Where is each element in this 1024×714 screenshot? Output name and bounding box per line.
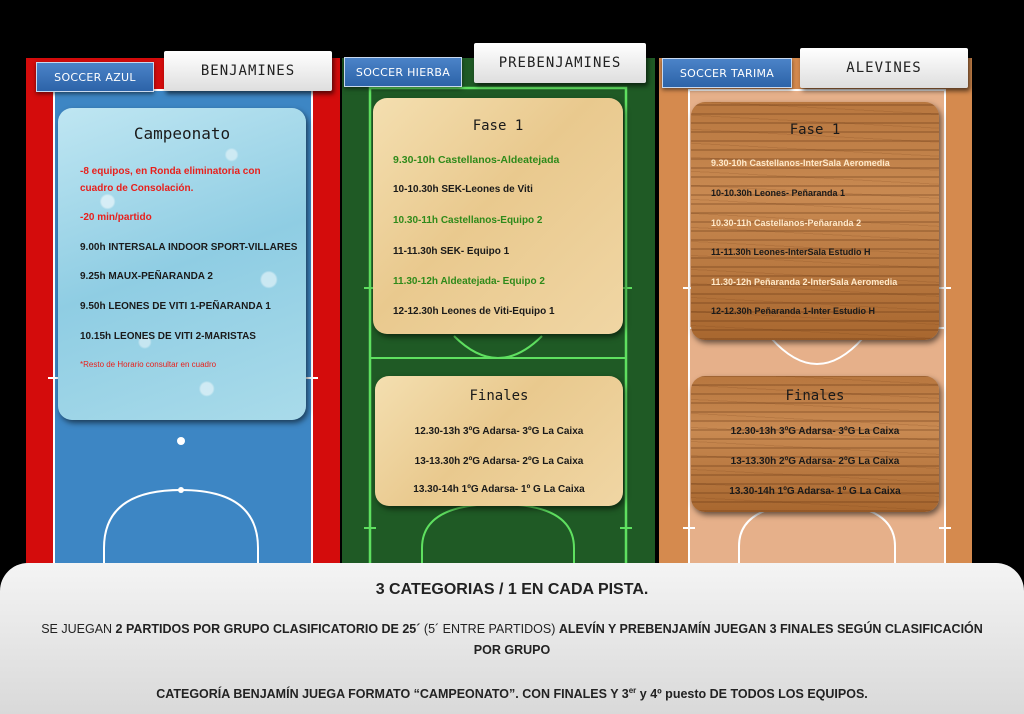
final-line: 13.30-14h 1ºG Adarsa- 1º G La Caixa: [729, 486, 901, 497]
info-line-consolacion: cuadro de Consolación.: [80, 183, 194, 194]
fase1-title: Fase 1: [472, 118, 524, 134]
match-line: 9.30-10h Castellanos-Aldeatejada: [393, 154, 560, 166]
match-line: 12-12.30h Peñaranda 1-Inter Estudio H: [711, 306, 876, 316]
note-line: *Resto de Horario consultar en cuadro: [80, 360, 217, 369]
match-line: 10-10.30h Leones- Peñaranda 1: [711, 188, 846, 198]
match-line: 11-11.30h Leones-InterSala Estudio H: [711, 247, 871, 257]
final-line: 12.30-13h 3ºG Adarsa- 3ºG La Caixa: [730, 426, 900, 437]
match-line: 9.25h MAUX-PEÑARANDA 2: [80, 271, 213, 282]
campeonato-title: Campeonato: [133, 124, 231, 143]
fase1-title: Fase 1: [789, 122, 841, 138]
match-line: 11.30-12h Peñaranda 2-InterSala Aeromedi…: [711, 277, 898, 287]
title-prebenjamines: PREBENJAMINES: [474, 43, 646, 83]
title-benjamines: BENJAMINES: [164, 51, 332, 91]
final-line: 12.30-13h 3ºG Adarsa- 3ºG La Caixa: [414, 426, 584, 437]
campeonato-card: Campeonato -8 equipos, en Ronda eliminat…: [58, 108, 306, 420]
court-soccer-hierba: Fase 1 9.30-10h Castellanos-Aldeatejada …: [342, 58, 655, 566]
tag-soccer-hierba: SOCCER HIERBA: [344, 57, 462, 87]
match-line: 12-12.30h Leones de Viti-Equipo 1: [393, 306, 555, 317]
p1-text-d: ALEVÍN Y PREBENJAMÍN JUEGAN 3 FINALES SE…: [473, 622, 983, 657]
info-line-equipos: -8 equipos, en Ronda eliminatoria con: [80, 166, 261, 177]
bottom-paragraph-1: SE JUEGAN 2 PARTIDOS POR GRUPO CLASIFICA…: [30, 619, 994, 661]
match-line: 9.30-10h Castellanos-InterSala Aeromedia: [711, 158, 890, 168]
match-line: 10-10.30h SEK-Leones de Viti: [393, 184, 533, 195]
finales-title: Finales: [785, 388, 845, 404]
match-line: 9.00h INTERSALA INDOOR SPORT-VILLARES: [80, 242, 298, 253]
finales-title: Finales: [469, 388, 529, 404]
match-line: 10.15h LEONES DE VITI 2-MARISTAS: [80, 331, 256, 342]
final-line: 13-13.30h 2ºG Adarsa- 2ºG La Caixa: [730, 456, 900, 467]
fase1-card-alevines: Fase 1 9.30-10h Castellanos-InterSala Ae…: [691, 102, 939, 340]
p1-text-a: SE JUEGAN: [41, 622, 116, 636]
p2-text-b: y 4º puesto DE TODOS LOS EQUIPOS.: [636, 687, 868, 702]
match-line: 10.30-11h Castellanos-Peñaranda 2: [711, 218, 862, 228]
final-line: 13-13.30h 2ºG Adarsa- 2ºG La Caixa: [414, 456, 584, 467]
bottom-info-panel: 3 CATEGORIAS / 1 EN CADA PISTA. SE JUEGA…: [0, 563, 1024, 714]
info-line-duracion: -20 min/partido: [80, 212, 152, 223]
match-line: 11.30-12h Aldeatejada- Equipo 2: [393, 276, 545, 287]
fase1-card-prebenjamines: Fase 1 9.30-10h Castellanos-Aldeatejada …: [373, 98, 623, 334]
bottom-heading: 3 CATEGORIAS / 1 EN CADA PISTA.: [375, 581, 649, 598]
court-soccer-tarima: Fase 1 9.30-10h Castellanos-InterSala Ae…: [659, 58, 972, 566]
p1-text-b: 2 PARTIDOS POR GRUPO CLASIFICATORIO DE 2…: [115, 622, 421, 636]
match-line: 10.30-11h Castellanos-Equipo 2: [393, 215, 543, 226]
p1-text-c: (5´ ENTRE PARTIDOS): [420, 622, 559, 636]
title-alevines: ALEVINES: [800, 48, 968, 88]
match-line: 11-11.30h SEK- Equipo 1: [393, 246, 510, 257]
final-line: 13.30-14h 1ºG Adarsa- 1º G La Caixa: [413, 484, 585, 495]
bottom-paragraph-2: CATEGORÍA BENJAMÍN JUEGA FORMATO “CAMPEO…: [30, 680, 994, 705]
p2-superscript: er: [628, 686, 637, 695]
match-line: 9.50h LEONES DE VITI 1-PEÑARANDA 1: [80, 301, 271, 312]
court-soccer-azul: Campeonato -8 equipos, en Ronda eliminat…: [26, 58, 340, 566]
p2-text-a: CATEGORÍA BENJAMÍN JUEGA FORMATO “CAMPEO…: [156, 687, 629, 702]
tag-soccer-tarima: SOCCER TARIMA: [662, 58, 792, 88]
finales-card-prebenjamines: Finales 12.30-13h 3ºG Adarsa- 3ºG La Cai…: [375, 376, 623, 506]
tag-soccer-azul: SOCCER AZUL: [36, 62, 154, 92]
finales-card-alevines: Finales 12.30-13h 3ºG Adarsa- 3ºG La Cai…: [691, 376, 939, 512]
